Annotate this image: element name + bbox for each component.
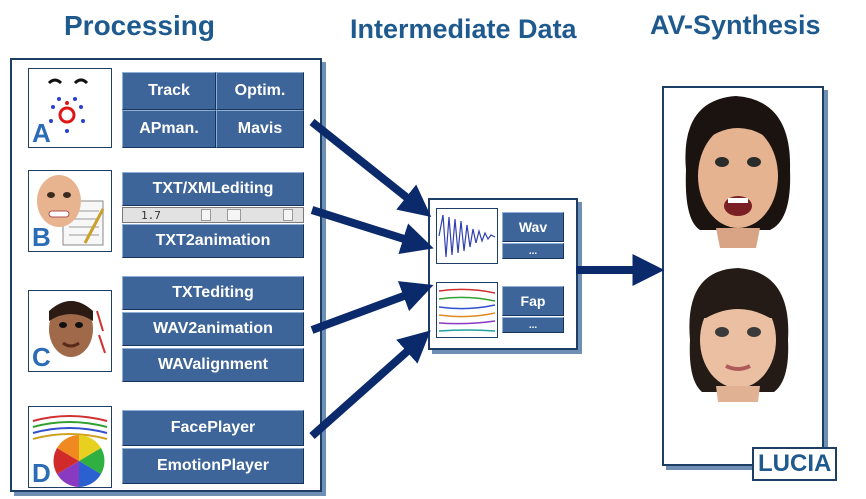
time-slider[interactable]: 1.7 [122,207,304,223]
module-a-letter: A [32,118,51,148]
fap-more-button[interactable]: ... [502,317,564,333]
lucia-face-open-mouth [685,96,791,248]
optim-button[interactable]: Optim. [216,72,304,110]
arrow-d-to-intermediate [309,330,431,439]
module-b-thumbnail: B [28,170,112,252]
heading-av-synthesis: AV-Synthesis [650,10,821,40]
waveform-icon [438,214,496,258]
waveform-thumbnail [436,208,498,264]
fap-curves-icon [438,288,496,332]
lucia-label: LUCIA [752,447,838,481]
module-c-letter: C [32,342,51,372]
wav-more-button[interactable]: ... [502,243,564,259]
txt2animation-button[interactable]: TXT2animation [122,224,304,258]
wav2animation-button[interactable]: WAV2animation [122,312,304,346]
txt-xml-editing-button[interactable]: TXT/XMLediting [122,172,304,206]
face-player-button[interactable]: FacePlayer [122,410,304,446]
txt-editing-button[interactable]: TXTediting [122,276,304,310]
arrow-a-to-intermediate [309,118,432,217]
face-tracking-icon [47,78,89,133]
wav-button[interactable]: Wav [502,212,564,242]
slider-thumb[interactable] [227,209,241,221]
slider-right-arrow-icon[interactable] [283,209,293,221]
face-audio-icon [49,301,106,357]
module-a-thumbnail: A [28,68,112,148]
module-d-thumbnail: D [28,406,112,488]
emotion-player-button[interactable]: EmotionPlayer [122,448,304,484]
apman-button[interactable]: APman. [122,110,216,148]
wav-alignment-button[interactable]: WAValignment [122,348,304,382]
emotion-wheel-icon [32,415,108,487]
fap-thumbnail [436,282,498,338]
slider-left-arrow-icon[interactable] [201,209,211,221]
module-d-letter: D [32,458,51,488]
heading-intermediate-data: Intermediate Data [350,14,577,44]
mavis-button[interactable]: Mavis [216,110,304,148]
arrow-c-to-intermediate [310,281,434,334]
slider-value: 1.7 [141,209,161,222]
arrow-b-to-intermediate [310,206,434,254]
lucia-face-neutral [689,268,789,402]
module-c-thumbnail: C [28,290,112,372]
fap-button[interactable]: Fap [502,286,564,316]
module-b-letter: B [32,222,51,252]
heading-processing: Processing [64,10,215,41]
face-text-icon [37,175,105,246]
track-button[interactable]: Track [122,72,216,110]
